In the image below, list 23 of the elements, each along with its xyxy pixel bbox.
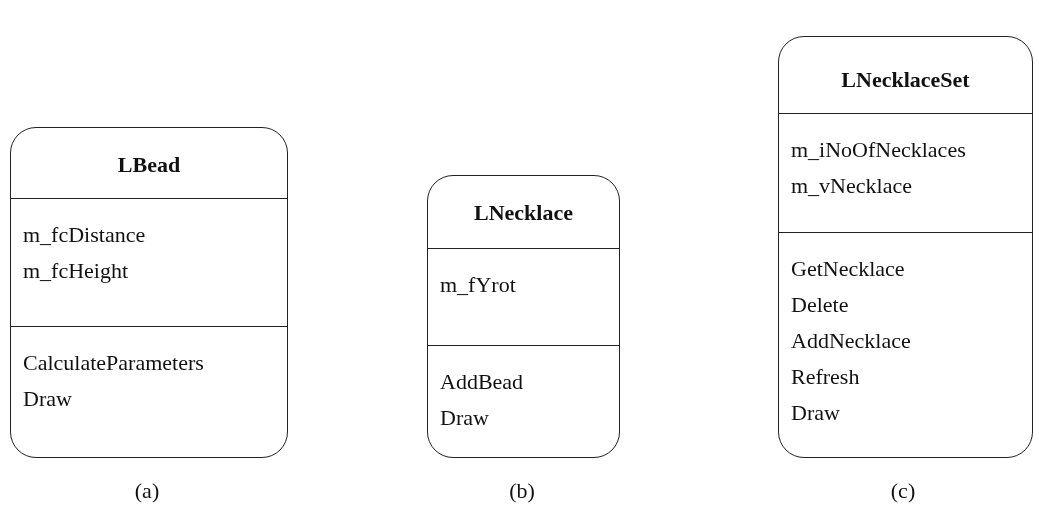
method-name: AddNecklace — [791, 327, 911, 355]
method-name: Draw — [791, 399, 840, 427]
method-name: Refresh — [791, 363, 860, 391]
class-name: LBead — [116, 152, 182, 178]
method-name: Draw — [440, 404, 489, 432]
attribute-name: m_vNecklace — [791, 172, 912, 200]
class-name: LNecklace — [473, 200, 574, 226]
class-box — [778, 36, 1033, 458]
method-name: Draw — [23, 385, 72, 413]
method-name: GetNecklace — [791, 255, 905, 283]
figure-caption: (c) — [890, 478, 916, 504]
method-name: CalculateParameters — [23, 349, 204, 377]
attribute-name: m_fcHeight — [23, 257, 129, 285]
figure-caption: (b) — [509, 478, 535, 504]
figure-caption: (a) — [134, 478, 160, 504]
method-name: Delete — [791, 291, 849, 319]
attribute-name: m_fYrot — [440, 271, 516, 299]
class-name: LNecklaceSet — [840, 67, 971, 93]
attribute-name: m_iNoOfNecklaces — [791, 136, 966, 164]
attribute-name: m_fcDistance — [23, 221, 146, 249]
class-box — [10, 127, 288, 458]
method-name: AddBead — [440, 368, 524, 396]
class-box — [427, 175, 620, 458]
